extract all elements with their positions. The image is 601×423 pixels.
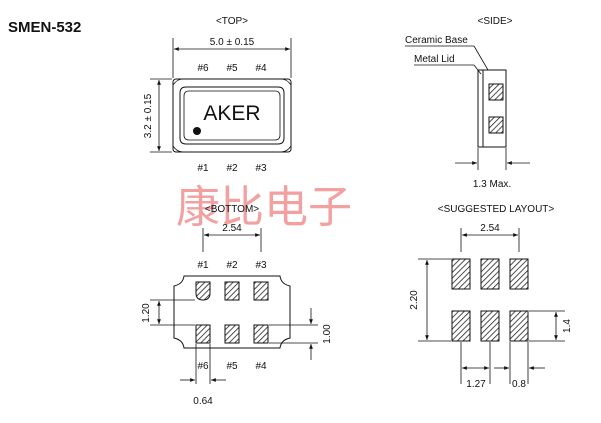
part-number-title: SMEN-532 <box>8 19 81 36</box>
side-view-heading: <SIDE> <box>477 16 512 27</box>
bottom-pad-length-dimension: 1.00 <box>322 324 333 344</box>
layout-pad <box>480 258 500 290</box>
bottom-pin-label: #4 <box>255 361 267 372</box>
row-spacing-dimension: 1.20 <box>141 303 152 323</box>
layout-pad <box>451 310 471 342</box>
layout-pad <box>509 258 529 290</box>
top-package-outline <box>172 78 292 153</box>
bottom-pad <box>253 324 269 344</box>
bottom-pin-label: #6 <box>197 361 209 372</box>
bottom-pad-width-dimension: 0.64 <box>193 396 213 407</box>
layout-pad <box>509 310 529 342</box>
layout-outer-height-dimension: 2.20 <box>409 290 420 310</box>
side-view: <SIDE> Ceramic Base Metal Lid 1.3 Max. <box>405 16 530 190</box>
bottom-pad <box>253 281 269 301</box>
layout-pitch-dimension: 2.54 <box>480 223 500 234</box>
bottom-pad <box>224 281 240 301</box>
side-pad <box>488 116 504 134</box>
bottom-package-outline <box>173 275 291 349</box>
ceramic-base-label: Ceramic Base <box>405 35 468 46</box>
top-height-dimension: 3.2 ± 0.15 <box>143 93 154 138</box>
top-pin-label: #2 <box>226 163 238 174</box>
thickness-dimension: 1.3 Max. <box>473 179 511 190</box>
top-width-dimension: 5.0 ± 0.15 <box>210 37 255 48</box>
layout-spacing-dimension: 1.27 <box>466 379 486 390</box>
bottom-pad <box>195 324 211 344</box>
bottom-pin-label: #1 <box>197 260 209 271</box>
top-view: <TOP> 5.0 ± 0.15 #6 #5 #4 AKER 3.2 ± 0.1… <box>143 16 292 174</box>
bottom-pin-label: #3 <box>255 260 267 271</box>
watermark-text: 康比电子 <box>176 182 352 233</box>
top-pin-label: #5 <box>226 63 238 74</box>
brand-marking: AKER <box>203 102 260 125</box>
layout-pad-width-dimension: 0.8 <box>512 379 526 390</box>
top-pin-label: #6 <box>197 63 209 74</box>
metal-lid-edge <box>477 69 484 148</box>
metal-lid-label: Metal Lid <box>414 54 455 65</box>
suggested-layout-view: <SUGGESTED LAYOUT> 2.54 2.20 1.4 1.27 0.… <box>409 204 573 390</box>
layout-view-heading: <SUGGESTED LAYOUT> <box>438 204 555 215</box>
ceramic-base-body <box>482 69 507 148</box>
bottom-pad-pin1 <box>195 281 211 301</box>
layout-pad-length-dimension: 1.4 <box>562 319 573 333</box>
top-pin-label: #4 <box>255 63 267 74</box>
top-pin-label: #1 <box>197 163 209 174</box>
top-pin-label: #3 <box>255 163 267 174</box>
bottom-pin-label: #5 <box>226 361 238 372</box>
top-view-heading: <TOP> <box>216 16 248 27</box>
side-pad <box>488 83 504 101</box>
layout-pad <box>480 310 500 342</box>
bottom-view-heading: <BOTTOM> <box>205 204 259 215</box>
bottom-pad <box>224 324 240 344</box>
bottom-pin-label: #2 <box>226 260 238 271</box>
layout-pad <box>451 258 471 290</box>
bottom-view: <BOTTOM> 2.54 #1 #2 #3 1.20 1.00 #6 #5 #… <box>141 204 333 407</box>
pin1-dot-icon <box>193 127 201 135</box>
bottom-pitch-dimension: 2.54 <box>222 223 242 234</box>
